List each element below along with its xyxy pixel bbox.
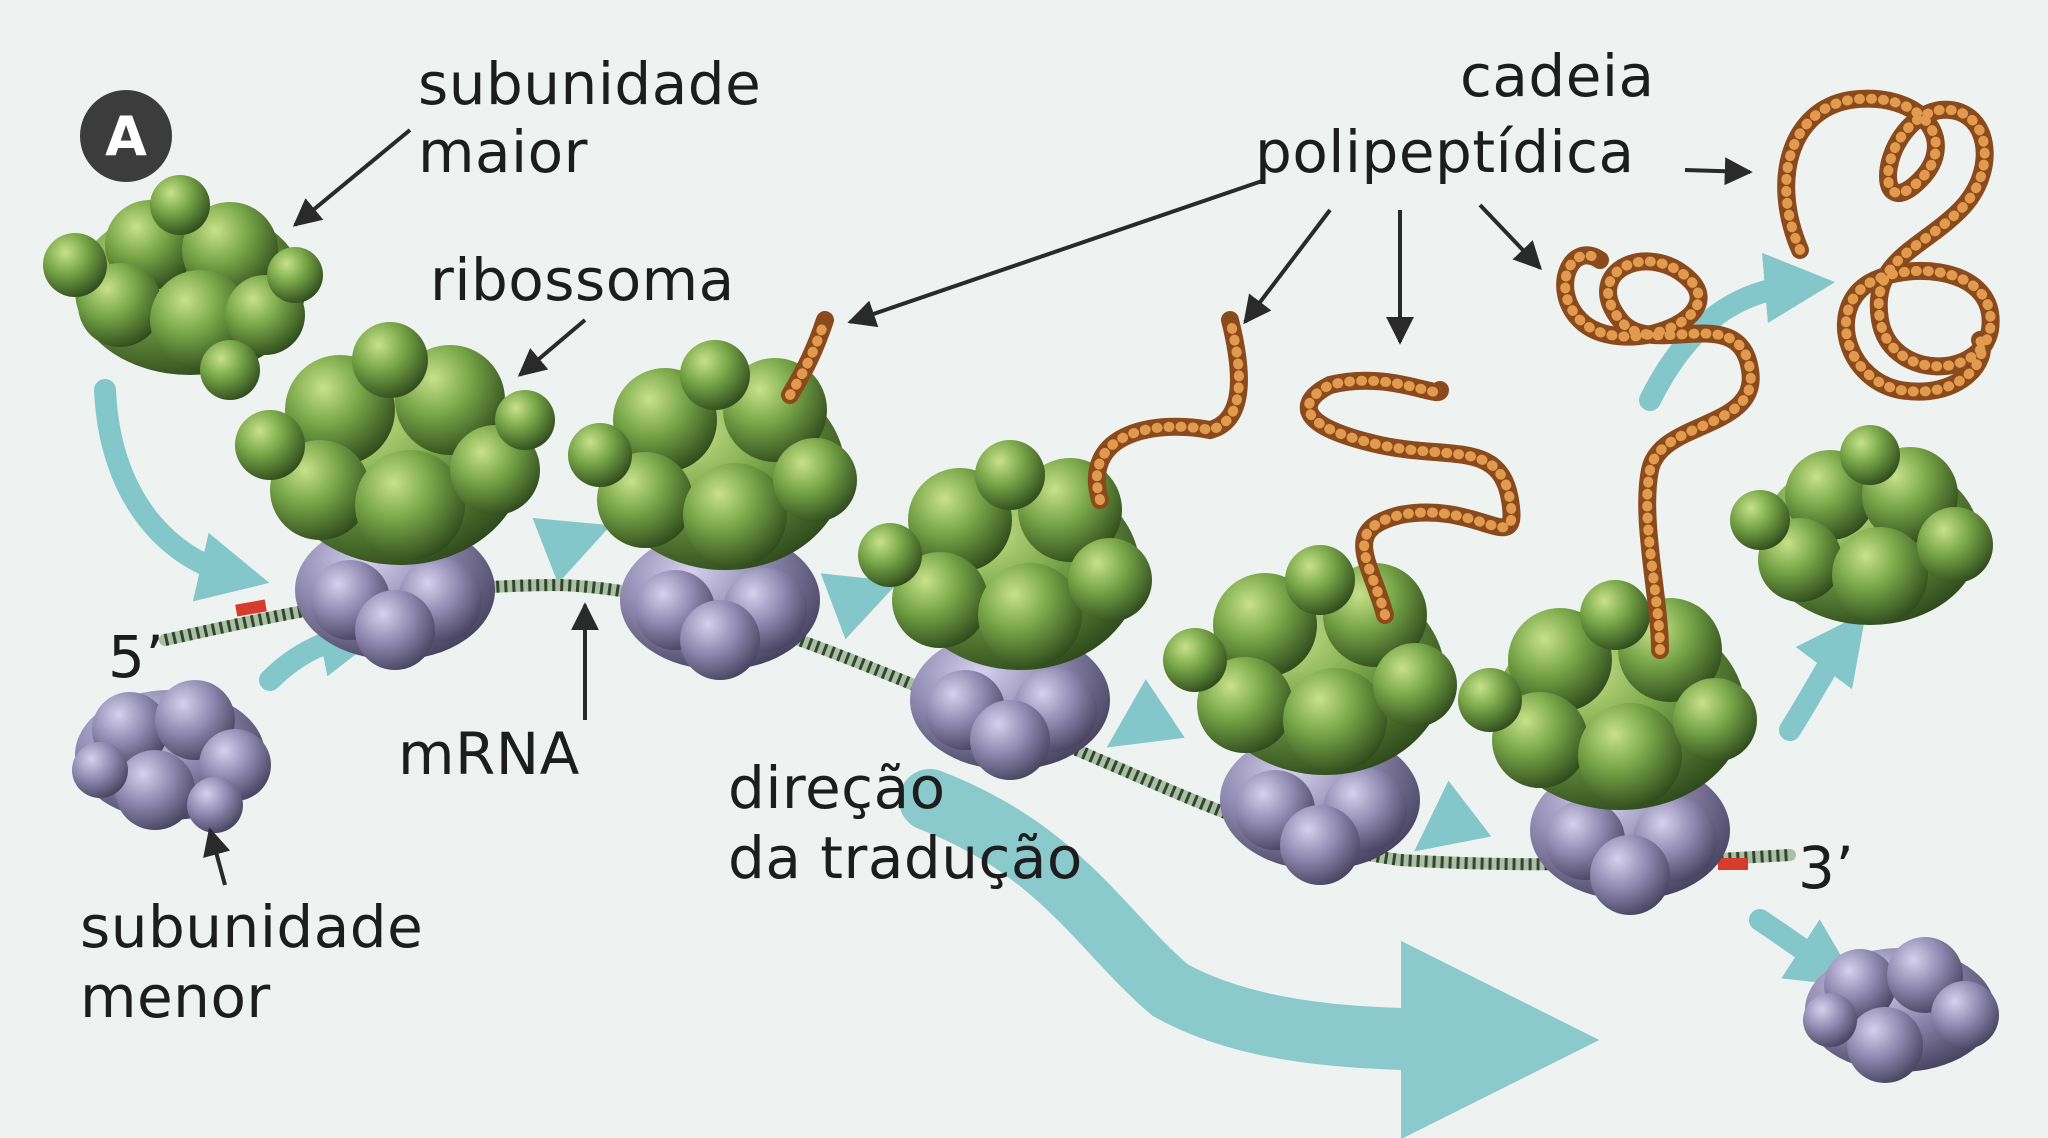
ribosome-4 [1163,545,1457,885]
label-ribosome: ribossoma [430,246,735,314]
label-polypeptide-line2: polipeptídica [1255,118,1635,186]
label-polypeptide-line1: cadeia [1460,42,1655,110]
label-mrna: mRNA [398,720,580,788]
pointer-large-subunit [292,128,412,227]
flow-arrow-3 [1106,679,1185,748]
polypeptide-chain-1 [781,311,834,404]
flow-arrow-large-exit [1779,611,1867,741]
flow-arrow-small-exit [1749,909,1860,988]
released-large-subunit [1730,425,1993,625]
label-five-prime: 5’ [108,623,165,691]
polypeptide-chain-3 [1299,371,1521,624]
panel-badge: A [80,90,172,182]
pointer-small-subunit [203,827,231,886]
released-polypeptide-chain [1777,89,2000,401]
label-large-subunit-line2: maior [418,118,588,186]
flow-arrow-1 [532,517,611,584]
ribosome-2 [568,340,857,680]
flow-arrow-chain-exit [1639,252,1836,411]
polypeptide-chain-4 [1556,246,1760,659]
ribosome-1 [235,322,555,670]
ribosome-3 [858,440,1152,780]
pointer-lines [203,128,1753,886]
pointer-chain-2 [1243,208,1332,325]
polypeptide-chain-2 [1088,311,1248,509]
free-small-subunit [72,680,271,833]
free-large-subunit [43,175,323,400]
flow-arrow-2 [820,573,899,640]
polypeptide-chains [781,89,2000,659]
translation-direction-arrow [899,769,1600,1138]
released-small-subunit [1803,937,1999,1083]
label-small-subunit-line2: menor [80,963,271,1031]
label-small-subunit-line1: subunidade [80,893,424,961]
pointer-released-chain [1684,157,1753,186]
stop-codon-marker [1718,858,1748,870]
label-large-subunit-line1: subunidade [418,50,762,118]
label-three-prime: 3’ [1798,834,1855,902]
flow-arrow-4 [1414,780,1492,852]
start-codon-marker [235,599,267,617]
pointer-chain-4 [1478,203,1542,271]
pointer-ribosome [517,318,587,377]
ribosome-5 [1458,580,1757,915]
flow-arrows [94,252,1867,988]
flow-arrow-large-entry [94,379,270,602]
pointer-chain-1 [847,178,1266,328]
label-direction-line1: direção [728,754,946,822]
label-direction-line2: da tradução [728,824,1083,892]
